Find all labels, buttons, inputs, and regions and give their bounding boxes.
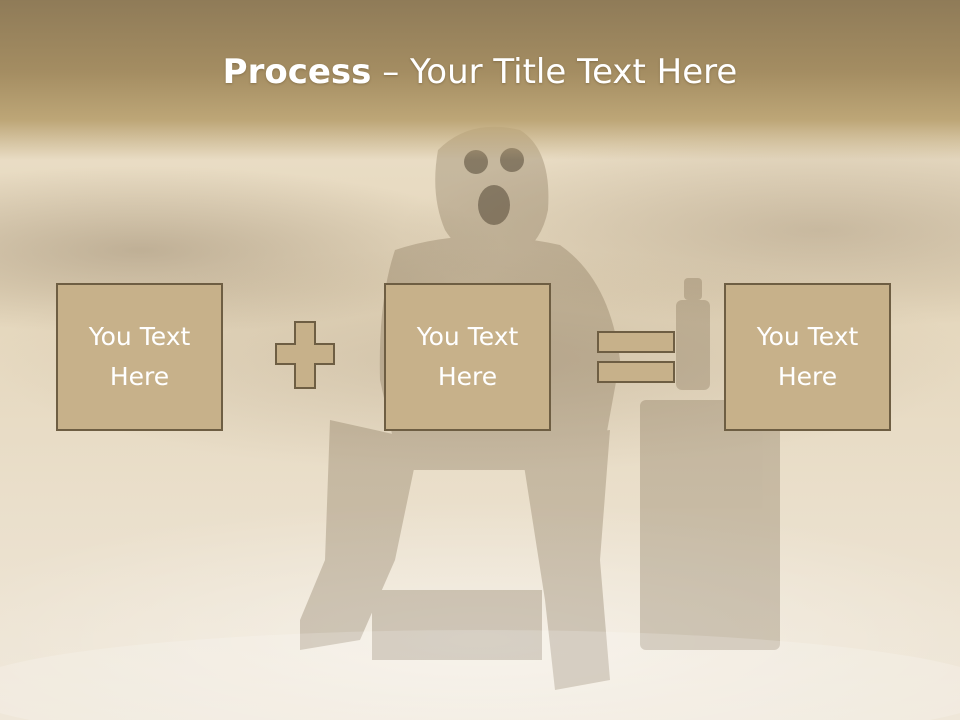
slide-title: Process – Your Title Text Here — [0, 52, 960, 92]
title-separator: – — [371, 52, 411, 92]
process-box-3[interactable]: You Text Here — [724, 283, 891, 431]
equals-icon — [597, 331, 675, 383]
process-box-3-label: You Text Here — [756, 322, 859, 391]
plus-icon — [275, 321, 335, 389]
process-box-2-label: You Text Here — [416, 322, 519, 391]
title-band — [0, 0, 960, 160]
title-rest: Your Title Text Here — [410, 52, 738, 92]
process-box-1-label: You Text Here — [88, 322, 191, 391]
title-bold: Process — [222, 52, 372, 92]
process-box-2[interactable]: You Text Here — [384, 283, 551, 431]
process-box-1[interactable]: You Text Here — [56, 283, 223, 431]
